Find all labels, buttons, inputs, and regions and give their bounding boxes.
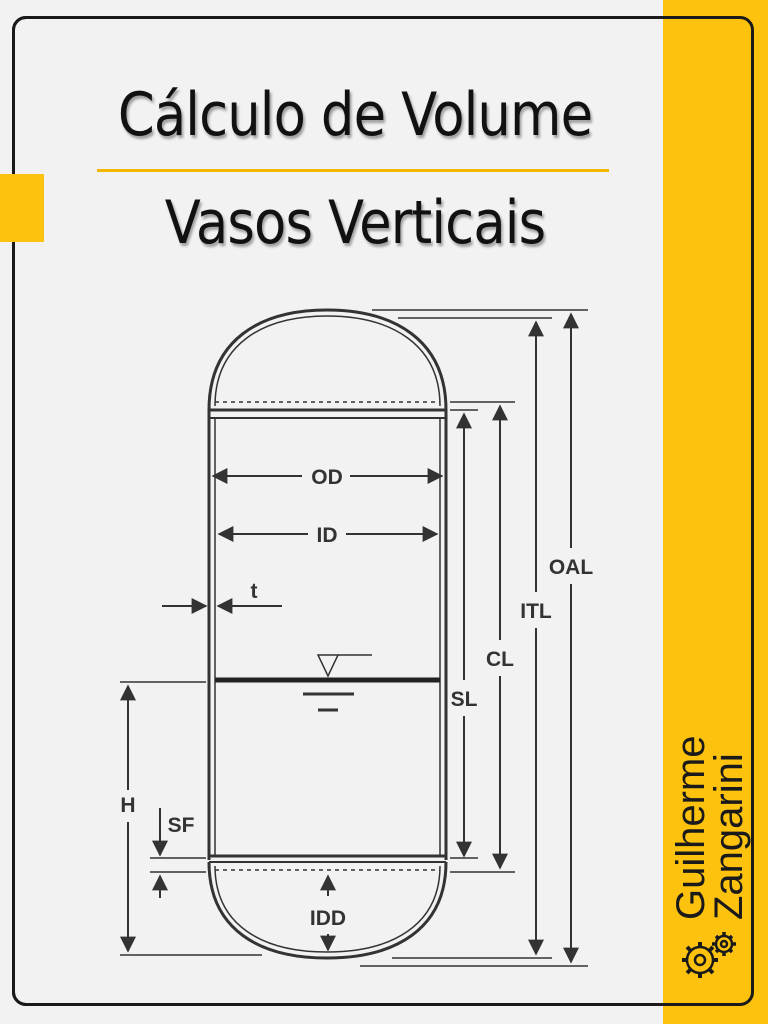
brand-last-name: Zangarini [707,753,751,920]
label-od: OD [311,466,343,489]
vessel-shell [207,308,448,960]
label-oal: OAL [549,556,594,579]
label-cl: CL [486,648,514,671]
brand-first-name: Guilherme [669,735,713,920]
label-h: H [120,794,135,817]
brand-name: Guilherme Zangarini [669,690,752,920]
label-sl: SL [451,688,478,711]
page-title: Cálculo de Volume [117,80,593,150]
brand-logo: Guilherme Zangarini [669,690,752,990]
page-subtitle: Vasos Verticais [164,188,546,258]
accent-sidebar-overlay [663,0,768,1024]
accent-tab [0,174,44,242]
title-divider [97,169,609,172]
label-id: ID [317,524,338,547]
label-itl: ITL [520,600,552,623]
label-t: t [251,580,258,603]
label-sf: SF [168,814,195,837]
label-idd: IDD [310,907,346,930]
gears-icon [682,932,736,978]
slide-card [12,16,754,1006]
